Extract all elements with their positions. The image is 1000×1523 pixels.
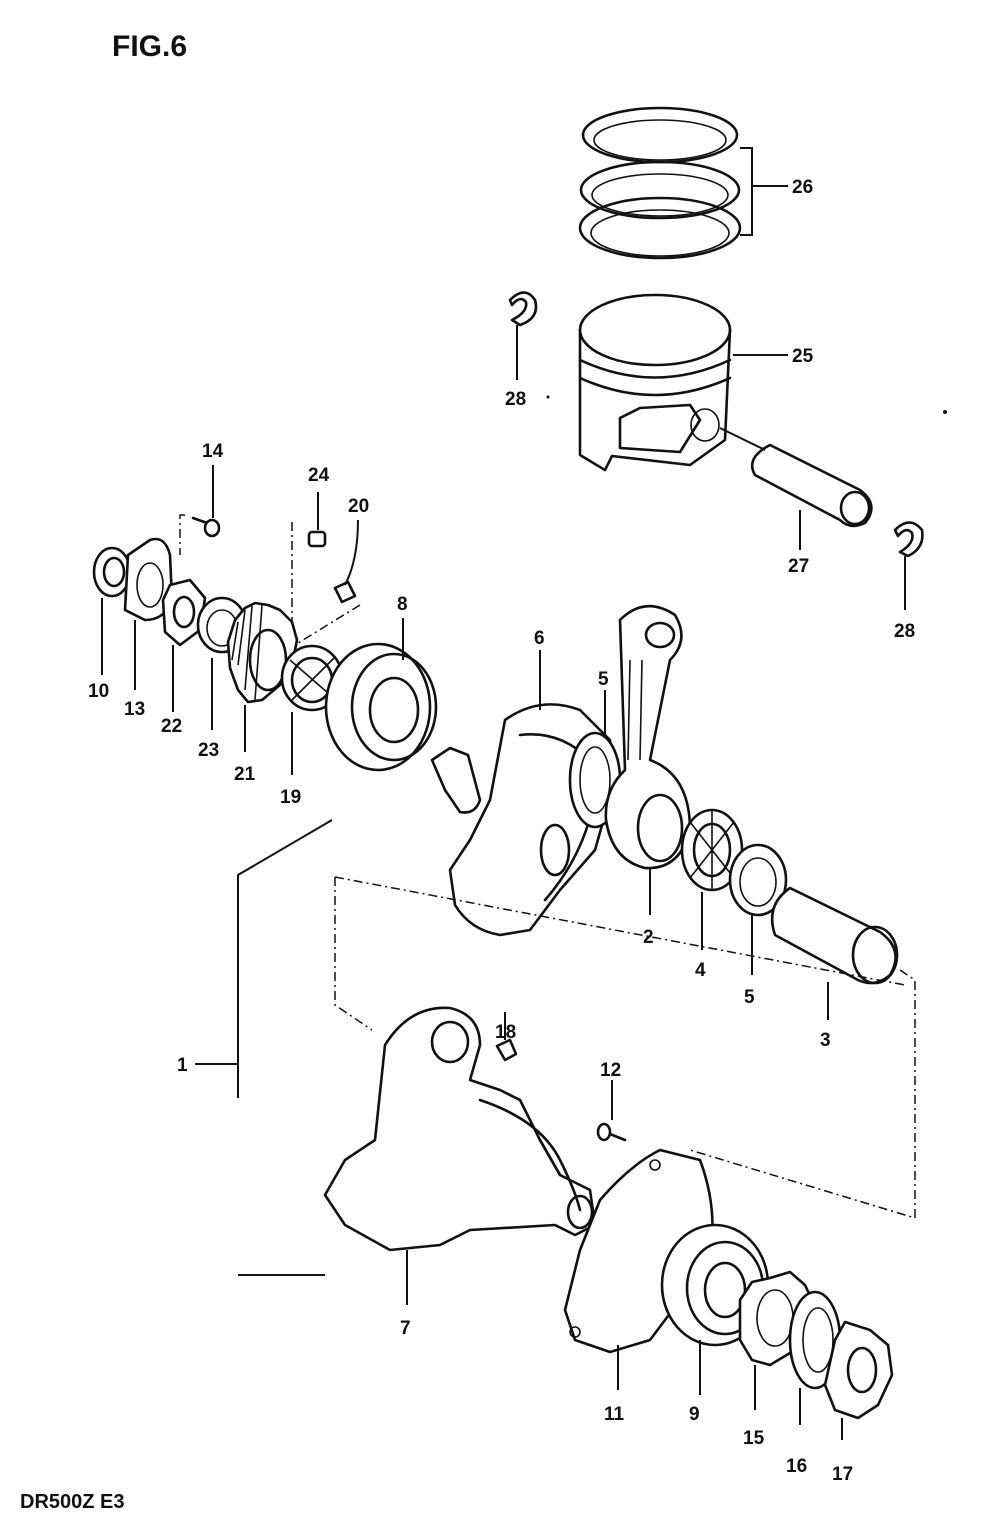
callout-8: 8 <box>397 594 408 615</box>
callout-21: 21 <box>234 764 256 785</box>
needle-bearing <box>680 808 744 950</box>
callout-26: 26 <box>792 177 813 198</box>
crank-pin <box>770 886 899 1020</box>
piston-rings <box>578 106 788 260</box>
callout-12: 12 <box>600 1060 621 1081</box>
callout-24: 24 <box>308 465 330 486</box>
screw <box>596 1080 627 1142</box>
assembly-bracket <box>195 819 916 1276</box>
callout-14: 14 <box>202 441 224 462</box>
callout-22: 22 <box>161 716 182 737</box>
callout-15: 15 <box>743 1428 765 1449</box>
callout-11: 11 <box>604 1404 625 1425</box>
callout-18: 18 <box>495 1022 516 1043</box>
callout-28-right: 28 <box>894 621 915 642</box>
callout-6: 6 <box>534 628 545 649</box>
left-end-parts <box>92 537 344 775</box>
circlip-left <box>508 291 538 380</box>
callout-20: 20 <box>348 496 369 517</box>
callout-2: 2 <box>643 927 654 948</box>
small-fasteners <box>179 465 361 649</box>
figure-title: FIG.6 <box>112 30 187 63</box>
main-bearing-left <box>324 618 438 772</box>
callout-28-left: 28 <box>505 389 526 410</box>
callout-16: 16 <box>786 1456 807 1477</box>
callout-5-upper: 5 <box>598 669 609 690</box>
callout-1: 1 <box>177 1055 188 1076</box>
thrust-washer-lower <box>728 843 788 975</box>
speck <box>546 395 550 399</box>
callout-4: 4 <box>695 960 706 981</box>
crank-half-left <box>323 1006 597 1305</box>
callout-7: 7 <box>400 1318 411 1339</box>
woodruff-key <box>495 1012 518 1062</box>
circlip-right <box>893 521 924 610</box>
piston-pin <box>719 427 873 550</box>
callout-3: 3 <box>820 1030 831 1051</box>
callout-25: 25 <box>792 346 814 367</box>
speck <box>943 410 947 414</box>
crank-nut <box>823 1320 894 1440</box>
callout-17: 17 <box>832 1464 853 1485</box>
model-code: DR500Z E3 <box>20 1491 125 1513</box>
piston <box>578 293 788 472</box>
callouts: 1 2 3 4 5 5 6 7 8 9 10 11 12 13 14 15 16… <box>88 177 915 1485</box>
callout-13: 13 <box>124 699 145 720</box>
callout-23: 23 <box>198 740 219 761</box>
callout-19: 19 <box>280 787 301 808</box>
callout-9: 9 <box>689 1404 700 1425</box>
callout-27: 27 <box>788 556 809 577</box>
callout-10: 10 <box>88 681 109 702</box>
callout-5-lower: 5 <box>744 987 755 1008</box>
